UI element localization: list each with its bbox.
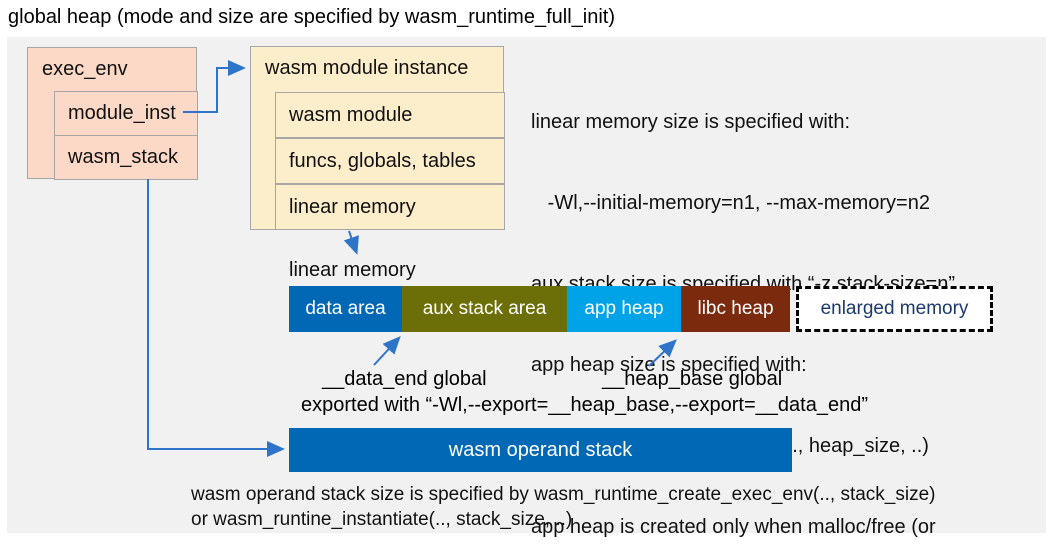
segment-libc-heap: libc heap xyxy=(681,286,790,332)
heap-base-global-label: __heap_base global xyxy=(602,368,783,390)
exported-with-label: exported with “-Wl,--export=__heap_base,… xyxy=(301,394,868,416)
note-line: app heap is created only when malloc/fre… xyxy=(531,516,936,538)
operand-stack-size-note: wasm operand stack size is specified by … xyxy=(191,482,936,532)
module-instance-field-wasm-module: wasm module xyxy=(275,92,505,138)
segment-enlarged-memory: enlarged memory xyxy=(796,286,993,332)
note-line: -Wl,--initial-memory=n1, --max-memory=n2 xyxy=(531,192,930,214)
field-label: module_inst xyxy=(68,102,176,124)
note-line: app heap size is specified with: xyxy=(531,354,807,376)
module-instance-title: wasm module instance xyxy=(265,57,469,79)
linear-memory-bar: data area aux stack area app heap libc h… xyxy=(289,286,993,332)
linear-memory-label: linear memory xyxy=(289,259,416,281)
exec-env-title: exec_env xyxy=(42,58,128,80)
segment-aux-stack-area: aux stack area xyxy=(402,286,567,332)
wasm-operand-stack-label: wasm operand stack xyxy=(448,438,633,461)
field-label: wasm_stack xyxy=(68,146,179,168)
segment-data-area: data area xyxy=(289,286,402,332)
module-instance-field-linear-memory: linear memory xyxy=(275,184,505,230)
segment-app-heap: app heap xyxy=(567,286,681,332)
exec-env-field-module-inst: module_inst xyxy=(54,91,198,136)
data-end-global-label: __data_end global xyxy=(322,368,487,390)
wasm-operand-stack-bar: wasm operand stack xyxy=(289,428,792,472)
exec-env-field-wasm-stack: wasm_stack xyxy=(54,135,198,180)
module-instance-field-funcs-globals-tables: funcs, globals, tables xyxy=(275,138,505,184)
diagram-title: global heap (mode and size are specified… xyxy=(8,6,615,28)
module-instance-box: wasm module instance wasm module funcs, … xyxy=(250,46,505,230)
note-line: linear memory size is specified with: xyxy=(531,111,850,133)
field-label: linear memory xyxy=(289,195,416,218)
footer-line: wasm operand stack size is specified by … xyxy=(191,484,936,505)
field-label: funcs, globals, tables xyxy=(289,149,476,172)
footer-line: or wasm_runtine_instantiate(.., stack_si… xyxy=(191,509,573,530)
exec-env-box: exec_env module_inst wasm_stack xyxy=(27,47,198,180)
field-label: wasm module xyxy=(289,103,413,126)
